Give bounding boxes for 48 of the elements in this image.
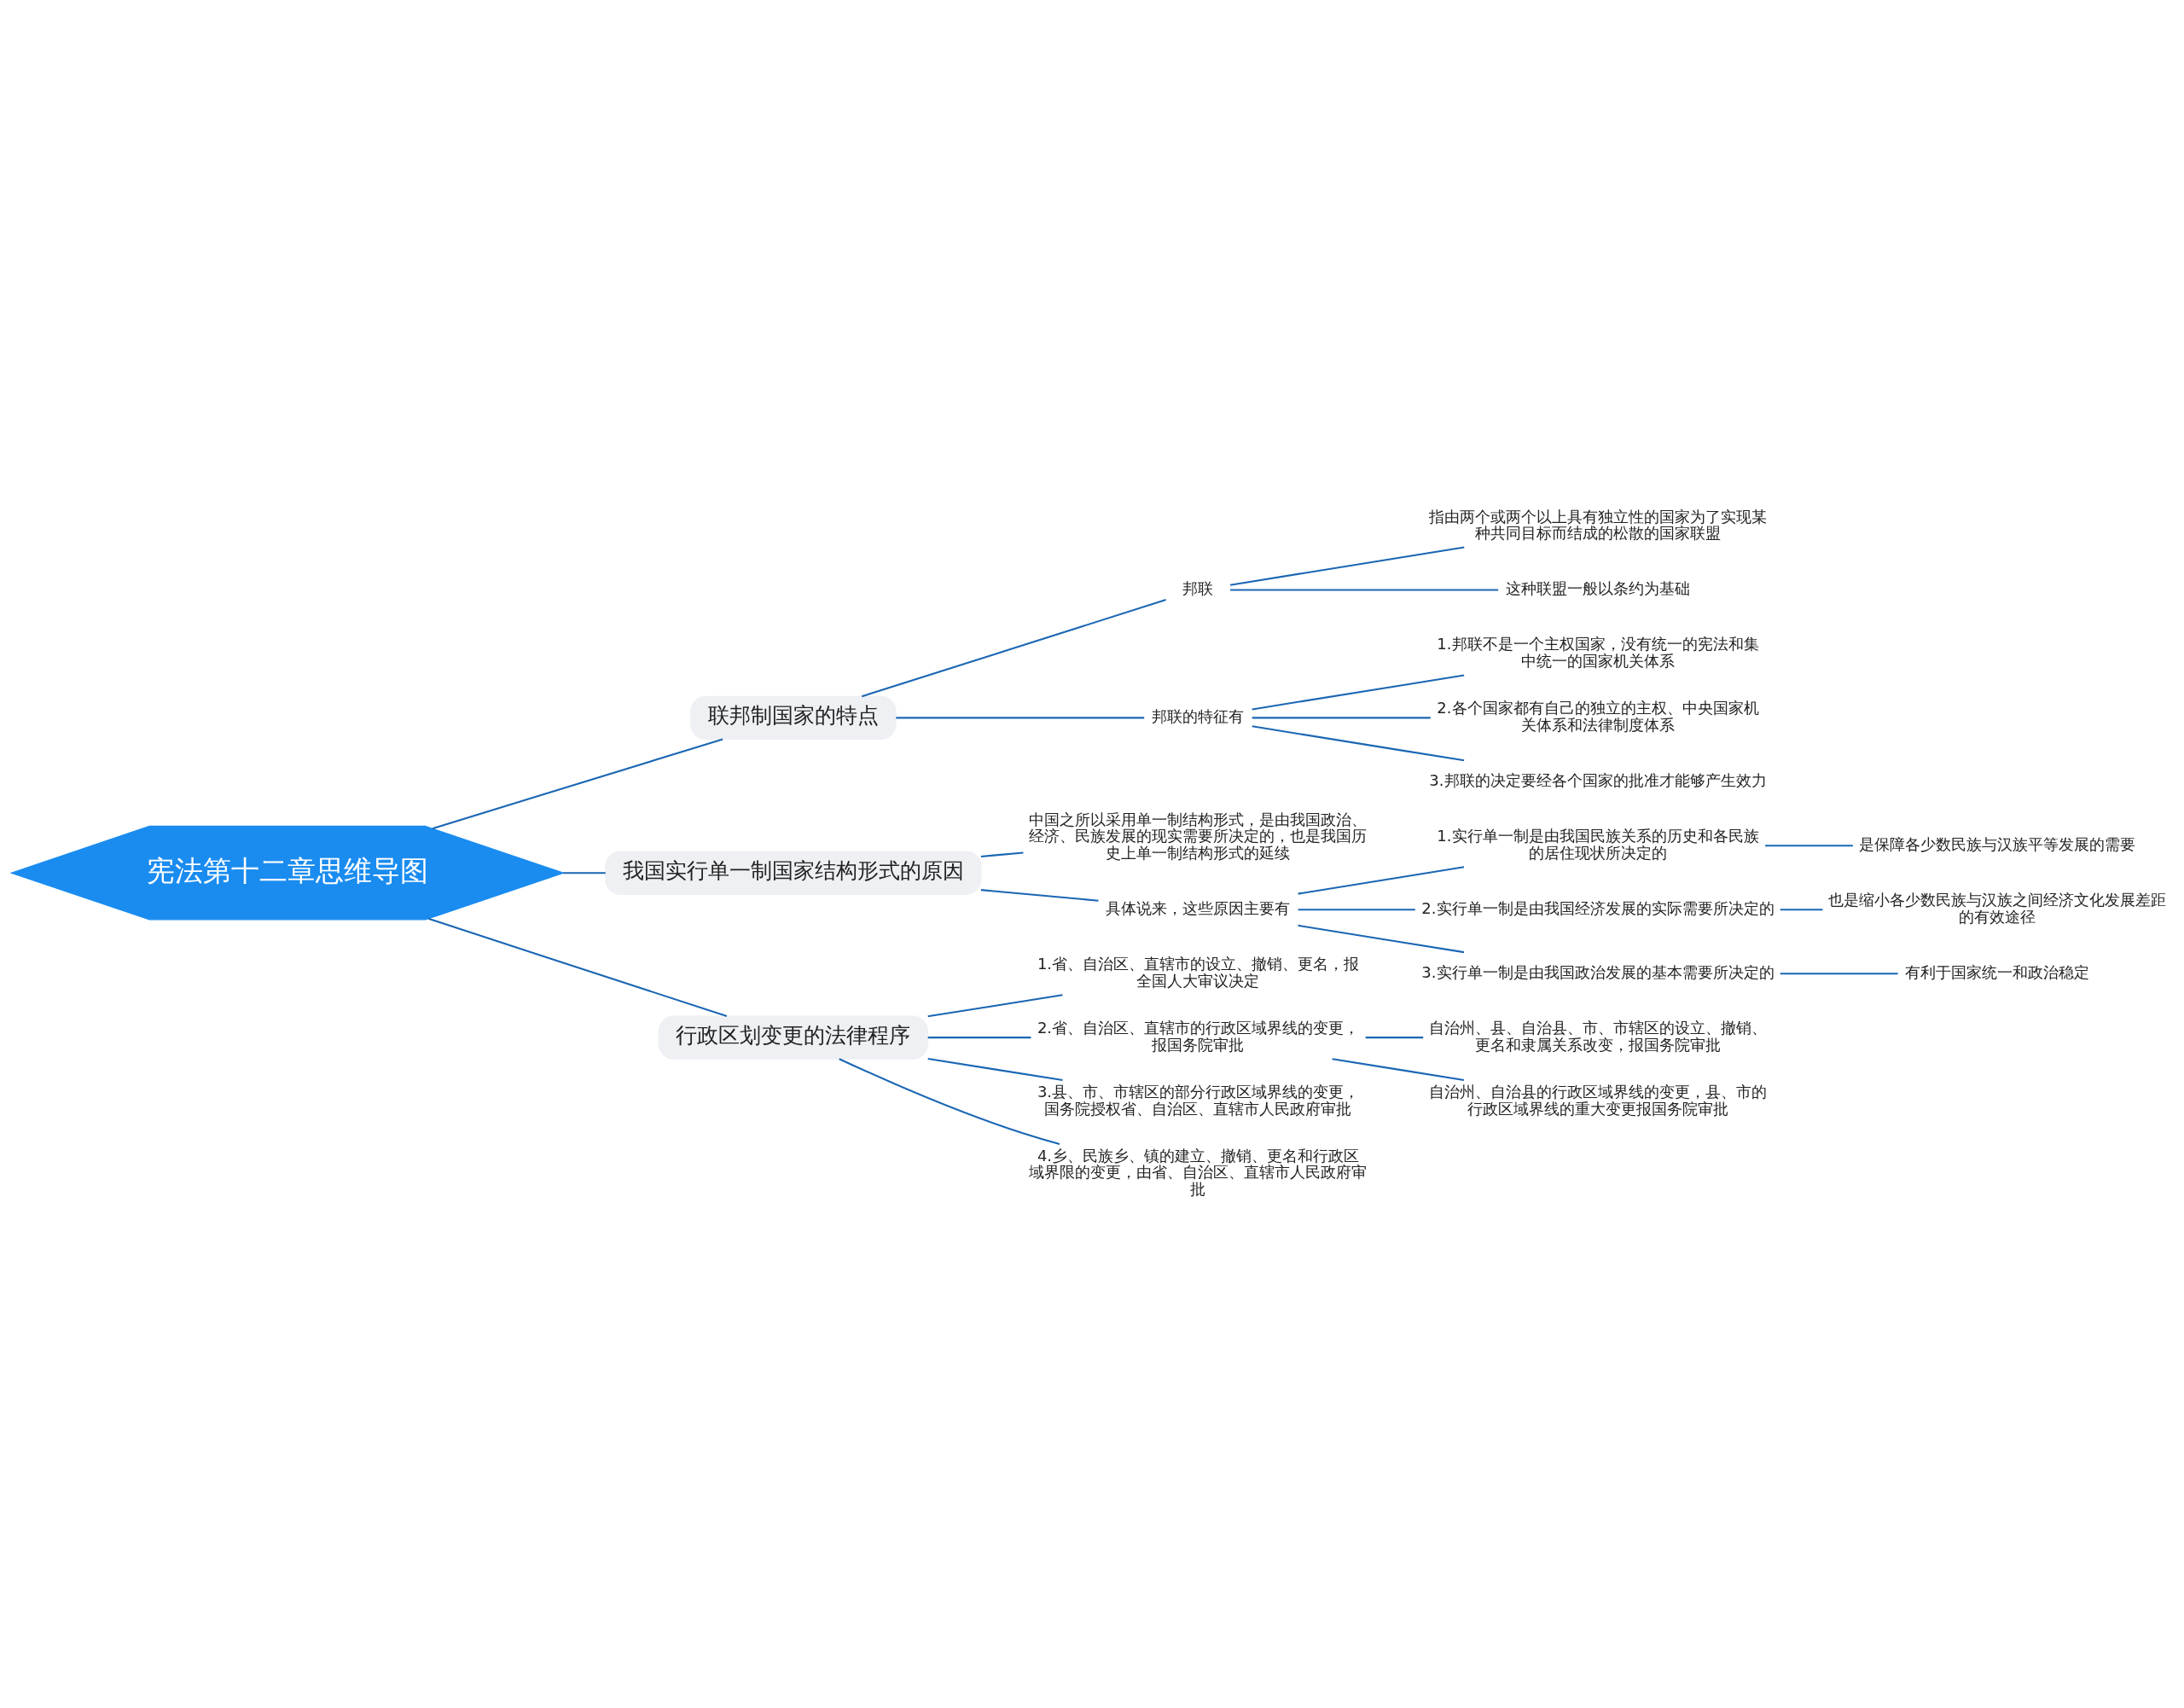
node-text: 中国之所以采用单一制结构形式，是由我国政治、经济、民族发展的现实需要所决定的，也是我国历史上单一制结构形式的延续 xyxy=(1029,810,1368,862)
node-text: 自治州、县、自治县、市、市辖区的设立、撤销、更名和隶属关系改变，报国务院审批 xyxy=(1428,1019,1767,1054)
node-text: 2.实行单一制是由我国经济发展的实际需要所决定的 xyxy=(1421,898,1774,917)
node-text: 这种联盟一般以条约为基础 xyxy=(1505,579,1690,598)
connector xyxy=(1365,1037,1424,1039)
connector xyxy=(1298,924,1465,954)
connector xyxy=(927,1037,1031,1039)
node-text: 邦联 xyxy=(1182,579,1214,598)
node-box: 行政区划变更的法律程序 xyxy=(658,1015,929,1060)
connector xyxy=(563,872,606,874)
connector xyxy=(896,717,1145,719)
connector xyxy=(1298,909,1415,911)
connector xyxy=(980,889,1099,902)
connector xyxy=(1765,845,1853,847)
connector xyxy=(432,738,723,830)
node-text: 1.邦联不是一个主权国家，没有统一的宪法和集中统一的国家机关体系 xyxy=(1437,635,1759,670)
node-box: 我国实行单一制国家结构形式的原因 xyxy=(605,851,982,895)
node-box: 联邦制国家的特点 xyxy=(690,695,897,741)
node-text: 3.县、市、市辖区的部分行政区域界线的变更，国务院授权省、自治区、直辖市人民政府审批 xyxy=(1037,1083,1360,1118)
connector xyxy=(1252,717,1431,719)
node-text: 3.实行单一制是由我国政治发展的基本需要所决定的 xyxy=(1421,962,1774,981)
node-text: 具体说来，这些原因主要有 xyxy=(1106,898,1291,917)
node-text: 4.乡、民族乡、镇的建立、撤销、更名和行政区域界限的变更，由省、自治区、直辖市人民政府审批 xyxy=(1029,1147,1368,1198)
connector xyxy=(980,851,1024,857)
connector xyxy=(1229,546,1465,586)
connector xyxy=(427,917,728,1018)
connector xyxy=(861,599,1166,698)
connector xyxy=(1252,725,1465,762)
node-text: 指由两个或两个以上具有独立性的国家为了实现某种共同目标而结成的松散的国家联盟 xyxy=(1428,507,1767,542)
node-text: 3.邦联的决定要经各个国家的批准才能够产生效力 xyxy=(1429,771,1767,790)
connector xyxy=(1780,909,1823,911)
node-text: 1.实行单一制是由我国民族关系的历史和各民族的居住现状所决定的 xyxy=(1437,827,1759,862)
node-text: 1.省、自治区、直辖市的设立、撤销、更名，报全国人大审议决定 xyxy=(1037,955,1360,990)
node-text: 2.各个国家都有自己的独立的主权、中央国家机关体系和法律制度体系 xyxy=(1437,699,1759,734)
node-text: 2.省、自治区、直辖市的行政区域界线的变更，报国务院审批 xyxy=(1037,1019,1360,1054)
connector xyxy=(1230,589,1499,591)
connector xyxy=(1780,973,1898,975)
node-text: 邦联的特征有 xyxy=(1152,707,1245,726)
node-text: 是保障各少数民族与汉族平等发展的需要 xyxy=(1859,835,2136,853)
connector xyxy=(1298,866,1465,895)
node-text: 也是缩小各少数民族与汉族之间经济文化发展差距的有效途径 xyxy=(1828,891,2167,926)
connector xyxy=(1332,1058,1465,1082)
node-text: 自治州、自治县的行政区域界线的变更，县、市的行政区域界线的重大变更报国务院审批 xyxy=(1428,1083,1767,1118)
node-text: 有利于国家统一和政治稳定 xyxy=(1905,962,2090,981)
connector xyxy=(839,1058,1060,1146)
connector xyxy=(927,994,1063,1018)
connector xyxy=(1252,674,1465,711)
connector xyxy=(927,1057,1063,1082)
